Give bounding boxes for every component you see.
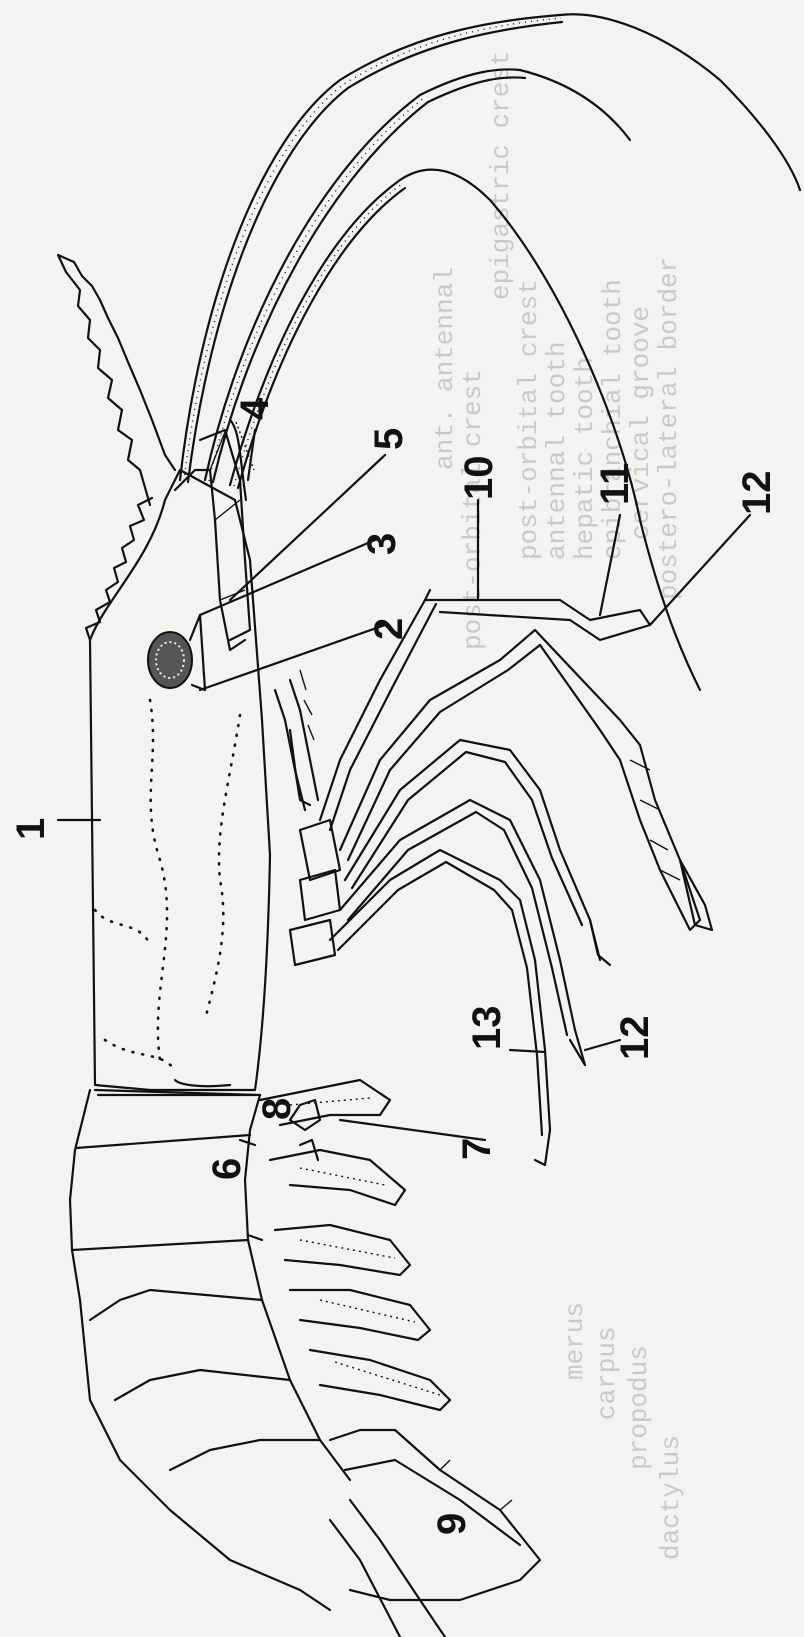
callout-numbers: 1 2 3 4 5 6 7 8 9 10 11 12 12 13 (9, 397, 779, 1535)
callout-4: 4 (233, 397, 277, 420)
eye (148, 615, 205, 690)
third-maxilliped (275, 670, 318, 810)
callout-10: 10 (457, 456, 501, 501)
callout-11: 11 (593, 463, 637, 505)
callout-3: 3 (360, 533, 404, 555)
carapace (86, 470, 270, 1095)
callout-9: 9 (430, 1513, 474, 1535)
callout-7: 7 (455, 1138, 499, 1160)
carapace-grooves (95, 700, 240, 1070)
callout-5: 5 (367, 428, 411, 450)
callout-13: 13 (465, 1006, 509, 1051)
rostrum (58, 255, 175, 505)
pleopods (260, 1080, 450, 1410)
callout-12-top: 12 (735, 471, 779, 516)
callout-12-bottom: 12 (613, 1016, 657, 1061)
antennae (180, 14, 800, 690)
pereiopods (290, 590, 712, 1165)
callout-1: 1 (9, 818, 53, 840)
callout-6: 6 (205, 1158, 249, 1180)
callout-2: 2 (367, 618, 411, 640)
callout-8: 8 (255, 1098, 299, 1120)
antennal-scale (175, 420, 254, 650)
